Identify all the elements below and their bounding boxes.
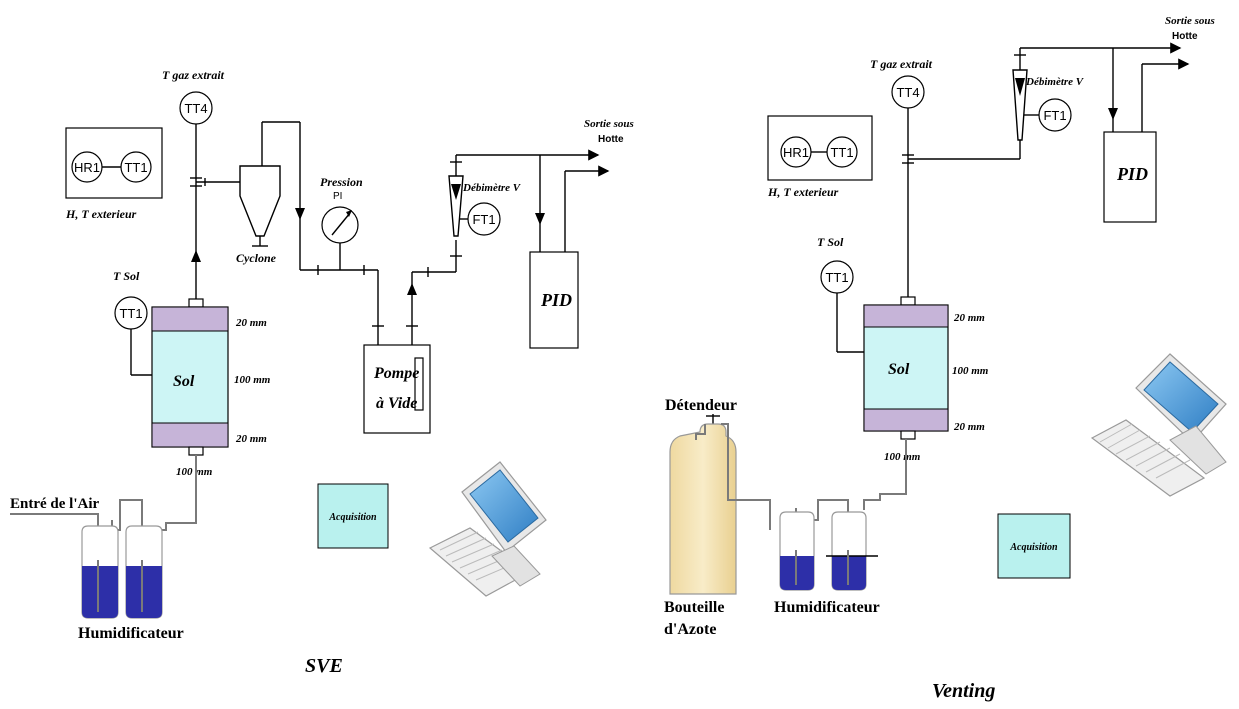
sve-dim-top: 20 mm [235,317,267,329]
venting-ft1-label: FT1 [1043,108,1066,123]
sve-debitmetre-label: Débimètre V [462,182,522,194]
sve-dim-mid: 100 mm [234,374,271,386]
sve-pid-analyzer: PID [529,251,579,349]
sve-tt1-label: TT1 [124,160,147,175]
venting-t-sol-sensor-label: TT1 [825,270,848,285]
sve-dim-base: 100 mm [176,466,213,478]
venting-dim-base: 100 mm [884,451,921,463]
sve-entree-air-label: Entré de l'Air [10,496,99,512]
venting-flowmeter: FT1 [1012,69,1072,141]
sve-t-sol-sensor-label: TT1 [119,306,142,321]
sve-hotte-label: Hotte [598,134,624,145]
venting-hr1-label: HR1 [783,145,809,160]
sve-diagram: HR1 TT1 H, T exterieur T gaz extrait TT4… [10,68,634,677]
sve-a-vide-label: à Vide [376,395,417,412]
sve-acquisition-label: Acquisition [328,512,377,523]
sve-cyclone [239,121,305,270]
venting-pid-label: PID [1116,164,1148,184]
venting-nitrogen-bottle [669,414,737,595]
sve-pompe-label: Pompe [373,365,419,382]
sve-pi-label: PI [333,191,342,202]
sve-t-gaz-label: T gaz extrait [162,68,225,82]
venting-dim-mid: 100 mm [952,365,989,377]
venting-bouteille-label: Bouteille [664,599,724,616]
venting-humidifier [779,511,878,591]
sve-sortie-label: Sortie sous [584,118,634,130]
venting-tt4-label: TT4 [896,85,919,100]
sve-pression-label: Pression [320,175,363,189]
sve-dim-bot: 20 mm [235,433,267,445]
sve-soil-column: Sol [151,298,229,456]
venting-dim-bot: 20 mm [953,421,985,433]
sve-computer-icon [428,461,547,597]
venting-t-gaz-label: T gaz extrait [870,57,933,71]
venting-exterior-label: H, T exterieur [767,185,839,199]
sve-hr1-label: HR1 [74,160,100,175]
sve-tt4-label: TT4 [184,101,207,116]
venting-dim-top: 20 mm [953,312,985,324]
venting-tt1-label: TT1 [830,145,853,160]
sve-acquisition-box: Acquisition [317,483,389,549]
venting-humidificateur-label: Humidificateur [774,599,880,616]
sve-sol-label: Sol [173,373,195,390]
venting-sol-label: Sol [888,361,910,378]
venting-pid-analyzer: PID [1103,131,1157,223]
sve-pid-label: PID [540,290,572,310]
venting-caption: Venting [932,680,995,702]
sve-caption: SVE [305,655,343,677]
sve-humidificateur-label: Humidificateur [78,625,184,642]
venting-sortie-label: Sortie sous [1165,15,1215,27]
venting-detendeur-label: Détendeur [665,397,737,414]
sve-exterior-sensor-box: HR1 TT1 [65,127,163,199]
sve-exterior-label: H, T exterieur [65,207,137,221]
sve-humidifier [81,525,163,619]
venting-soil-column: Sol [863,296,949,440]
venting-hotte-label: Hotte [1172,31,1198,42]
sve-vacuum-pump: Pompe à Vide [363,344,431,434]
venting-exterior-sensor-box: HR1 TT1 [767,115,873,181]
venting-azote-label: d'Azote [664,621,716,638]
venting-acquisition-label: Acquisition [1009,542,1058,553]
sve-ft1-label: FT1 [472,212,495,227]
venting-t-sol-label: T Sol [817,235,844,249]
sve-t-sol-label: T Sol [113,269,140,283]
venting-acquisition-box: Acquisition [997,513,1071,579]
venting-diagram: Sortie sous Hotte T gaz extrait TT4 FT1 … [664,15,1227,702]
venting-debitmetre-label: Débimètre V [1025,76,1085,88]
sve-cyclone-label: Cyclone [236,251,277,265]
venting-computer-icon [1090,353,1227,497]
sve-flowmeter: FT1 [448,175,501,237]
